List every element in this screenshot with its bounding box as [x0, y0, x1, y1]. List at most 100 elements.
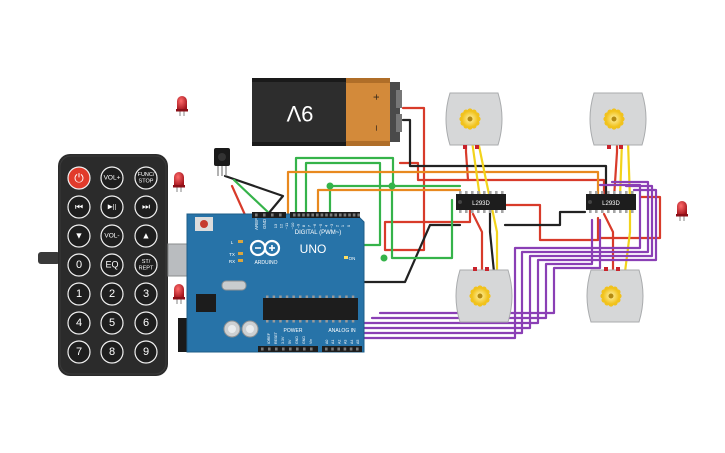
wire-red-driver-bridge [500, 203, 600, 242]
remote-button-1[interactable]: FUNC/STOP [134, 166, 158, 190]
remote-button-9[interactable]: EQ [100, 253, 124, 277]
remote-button-5[interactable]: ▼ [67, 224, 91, 248]
motor-driver-1[interactable]: L293D [456, 191, 506, 213]
remote-button-label: FUNC/ [138, 172, 155, 178]
chip-pin [285, 320, 289, 323]
chip-pin [495, 210, 498, 213]
motor-driver-2[interactable]: L293D [586, 191, 636, 213]
chip-pin [312, 295, 315, 298]
gnd-top-label: GND [262, 218, 267, 229]
remote-button-18[interactable]: 8 [100, 340, 124, 364]
remote-button-4[interactable]: ⏭ [134, 195, 158, 219]
header-pin [337, 347, 340, 351]
led-2[interactable] [173, 172, 185, 192]
remote-button-15[interactable]: 5 [100, 311, 124, 335]
remote-button-label: 2 [109, 288, 115, 300]
chip-pin [589, 191, 592, 194]
remote-button-16[interactable]: 6 [134, 311, 158, 335]
header-pin [349, 347, 353, 351]
tx-led [238, 252, 243, 255]
motor-terminal [619, 145, 623, 149]
l-label: L [231, 240, 234, 245]
power-button[interactable] [68, 167, 90, 189]
analog-pin-label: A4 [350, 340, 354, 344]
motor-terminal [485, 267, 489, 271]
digital-pin-label: ~6 [312, 223, 317, 228]
wire-red-battery [383, 106, 472, 252]
power-pin-label: GND [302, 336, 306, 344]
led-3[interactable] [173, 284, 185, 304]
header-pin [329, 213, 333, 217]
power-pin-label: RESET [274, 331, 278, 344]
header-pin [255, 213, 258, 217]
digital-pin-label: 13 [273, 223, 278, 228]
dc-motors [445, 92, 647, 323]
led-1[interactable] [176, 96, 188, 116]
dc-motor-2[interactable] [589, 92, 647, 149]
tx-label: TX [229, 252, 235, 257]
remote-button-17[interactable]: 7 [67, 340, 91, 364]
remote-button-14[interactable]: 4 [67, 311, 91, 335]
arduino-model: UNO [300, 242, 327, 256]
analog-pin-label: A0 [325, 340, 329, 344]
remote-button-12[interactable]: 2 [100, 282, 124, 306]
digital-pin-label: 8 [301, 224, 306, 227]
dc-motor-1[interactable] [445, 92, 503, 149]
digital-pin-label: 7 [307, 224, 312, 227]
remote-button-label: 0 [76, 259, 82, 271]
chip-pin [477, 210, 480, 213]
header-pin [303, 347, 306, 351]
chip-pin [299, 295, 302, 298]
battery-label: 9V [286, 101, 313, 126]
remote-button-7[interactable]: ▲ [134, 224, 158, 248]
header-pin [310, 347, 313, 351]
chip-pin [272, 320, 276, 323]
remote-button-11[interactable]: 1 [67, 282, 91, 306]
remote-button-10[interactable]: ST/REPT [134, 253, 158, 277]
driver-2-label: L293D [602, 201, 620, 207]
dc-motor-3[interactable] [455, 267, 513, 323]
analog-pin-label: A3 [344, 340, 348, 344]
wire-red-m4a [602, 212, 615, 274]
chip-pin [299, 320, 302, 323]
led-4[interactable] [676, 201, 688, 221]
remote-button-8[interactable]: 0 [67, 253, 91, 277]
chip-pin [279, 320, 282, 323]
remote-button-6[interactable]: VOL- [100, 224, 124, 248]
wire-black-ir [223, 174, 285, 216]
ir-receiver[interactable] [214, 148, 230, 176]
chip-pin [631, 191, 634, 194]
chip-pin [631, 210, 634, 213]
chip-pin [465, 210, 468, 213]
wire-yellow-m3 [470, 139, 482, 200]
motor-terminal [463, 145, 467, 149]
battery-9v[interactable]: 9V + − [252, 78, 402, 146]
remote-button-label: 8 [109, 346, 115, 358]
chip-pin [305, 320, 309, 323]
header-pin [357, 213, 360, 217]
arduino-brand: ARDUINO [254, 260, 277, 266]
remote-button-13[interactable]: 3 [134, 282, 158, 306]
dc-motor-4[interactable] [586, 267, 644, 323]
remote-button-label: ▶|| [108, 204, 117, 211]
chip-pin [595, 191, 598, 194]
arduino-logo-icon [249, 239, 281, 257]
motor-terminal [616, 267, 620, 271]
chip-pin [266, 320, 269, 323]
junction-dot [388, 182, 396, 190]
header-pin [316, 213, 319, 217]
wire-green-5 [390, 184, 454, 260]
wire-green-6 [232, 178, 272, 216]
chip-pin [459, 191, 462, 194]
remote-button-2[interactable]: ⏮ [67, 195, 91, 219]
remote-button-3[interactable]: ▶|| [100, 195, 124, 219]
remote-button-19[interactable]: 9 [134, 340, 158, 364]
remote-button-0[interactable]: VOL+ [100, 166, 124, 190]
power-pin-label: 5V [288, 339, 292, 344]
chip-pin [625, 210, 628, 213]
